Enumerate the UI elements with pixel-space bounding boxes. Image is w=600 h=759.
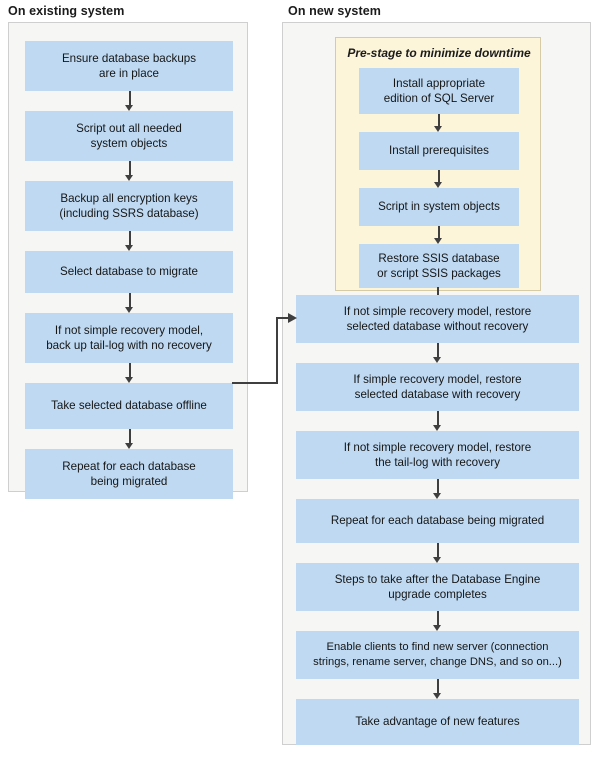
process-box-enable-clients[interactable]: Enable clients to find new server (conne… [296,631,579,679]
box-line: back up tail-log with no recovery [46,339,212,352]
box-line: If simple recovery model, restore [353,372,522,386]
box-line: If not simple recovery model, restore [343,304,532,318]
process-box-repeat-each-database-existing[interactable]: Repeat for each database being migrated [25,449,233,499]
box-line: If not simple recovery model, restore [343,440,532,454]
process-box-ensure-backups[interactable]: Ensure database backups are in place [25,41,233,91]
box-line: Ensure database backups [61,51,197,65]
box-line: Install prerequisites [389,144,489,158]
box-line: Restore SSIS database [378,251,500,265]
box-line: Take advantage of new features [355,715,520,729]
box-line: Steps to take after the Database Engine [334,572,541,586]
box-line: Install appropriate [392,76,486,90]
process-box-restore-tail-log[interactable]: If not simple recovery model, restore th… [296,431,579,479]
process-box-backup-encryption-keys[interactable]: Backup all encryption keys (including SS… [25,181,233,231]
process-box-select-database[interactable]: Select database to migrate [25,251,233,293]
box-line: Take selected database offline [51,399,207,413]
process-box-restore-ssis[interactable]: Restore SSIS database or script SSIS pac… [359,244,519,288]
box-line: being migrated [90,475,168,488]
process-box-post-upgrade-steps[interactable]: Steps to take after the Database Engine … [296,563,579,611]
prestage-title: Pre-stage to minimize downtime [347,46,531,60]
process-box-script-in-objects[interactable]: Script in system objects [359,188,519,226]
process-box-restore-with-recovery[interactable]: If simple recovery model, restore select… [296,363,579,411]
process-box-install-prerequisites[interactable]: Install prerequisites [359,132,519,170]
process-box-repeat-each-database-new[interactable]: Repeat for each database being migrated [296,499,579,543]
box-line: the tail-log with recovery [374,456,500,469]
prestage-group: Pre-stage to minimize downtime Install a… [335,37,541,291]
column-heading-new-system: On new system [288,4,381,18]
box-line: Select database to migrate [60,265,198,279]
box-line: Script out all needed [76,121,182,135]
box-line: Repeat for each database [62,459,196,473]
box-line: Backup all encryption keys [60,191,198,205]
box-line: selected database with recovery [354,388,521,401]
box-line: upgrade completes [388,588,487,601]
box-line: Script in system objects [378,200,500,214]
box-line: Repeat for each database being migrated [330,514,545,528]
box-line: (including SSRS database) [59,207,199,220]
panel-new-system: Pre-stage to minimize downtime Install a… [282,22,591,745]
process-box-backup-tail-log[interactable]: If not simple recovery model, back up ta… [25,313,233,363]
process-box-take-selected-database-offline[interactable]: Take selected database offline [25,383,233,429]
column-heading-existing-system: On existing system [8,4,125,18]
process-box-take-advantage-new-features[interactable]: Take advantage of new features [296,699,579,745]
box-line: selected database without recovery [346,320,529,333]
box-line: system objects [90,137,168,150]
box-line: or script SSIS packages [377,267,501,280]
process-box-install-edition[interactable]: Install appropriate edition of SQL Serve… [359,68,519,114]
box-line: Enable clients to find new server (conne… [326,640,549,653]
process-box-restore-without-recovery[interactable]: If not simple recovery model, restore se… [296,295,579,343]
process-box-script-out-objects[interactable]: Script out all needed system objects [25,111,233,161]
box-line: are in place [99,67,159,80]
panel-existing-system: Ensure database backups are in place Scr… [8,22,248,499]
box-line: edition of SQL Server [383,92,495,105]
box-line: If not simple recovery model, [54,323,204,337]
box-line: strings, rename server, change DNS, and … [313,656,562,668]
